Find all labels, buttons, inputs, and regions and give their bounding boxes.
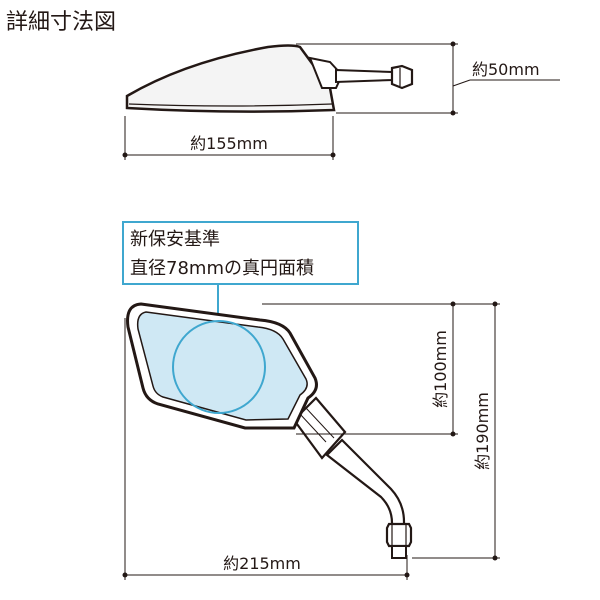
dimension-height-label: 約50mm bbox=[472, 60, 540, 79]
top-view-mirror bbox=[125, 44, 414, 113]
dimension-height: 約50mm bbox=[296, 41, 560, 116]
top-view-nut bbox=[390, 64, 414, 90]
dimension-width-bottom-label: 約215mm bbox=[223, 554, 301, 573]
dimension-width-bottom: 約215mm bbox=[122, 554, 410, 578]
dimension-height-total: 約190mm bbox=[412, 301, 500, 561]
dimension-height-mirror: 約100mm bbox=[262, 301, 458, 437]
mirror-arm bbox=[292, 396, 413, 559]
page-title: 詳細寸法図 bbox=[6, 10, 117, 35]
dimension-width-top: 約155mm bbox=[122, 116, 336, 160]
arm-thread bbox=[391, 545, 407, 559]
mirror-housing bbox=[126, 302, 318, 430]
callout-line-1: 新保安基準 bbox=[130, 229, 220, 250]
arm-rod bbox=[325, 438, 406, 527]
callout-box: 新保安基準 直径78mmの真円面積 bbox=[122, 221, 359, 322]
top-view-rim bbox=[128, 103, 333, 107]
top-view-housing bbox=[125, 44, 336, 113]
arm-boot bbox=[292, 396, 347, 460]
dimension-height-mirror-label: 約100mm bbox=[431, 330, 450, 408]
dimension-width-top-label: 約155mm bbox=[190, 134, 268, 153]
top-view-stem bbox=[335, 68, 393, 84]
arm-bolt bbox=[385, 522, 413, 548]
callout-line-2: 直径78mmの真円面積 bbox=[130, 258, 314, 279]
legal-area-circle bbox=[172, 320, 266, 414]
dimension-height-total-label: 約190mm bbox=[473, 392, 492, 470]
